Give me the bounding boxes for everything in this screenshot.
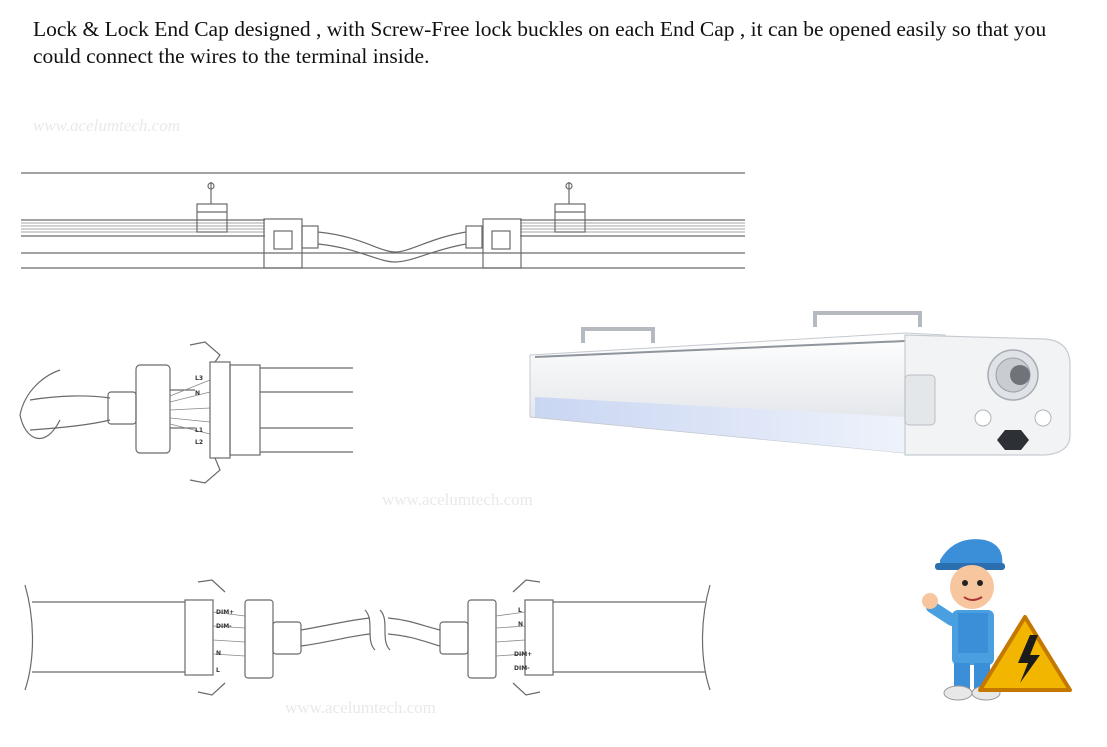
left-fixture-tube (21, 219, 265, 237)
left-mounting-clip (196, 182, 228, 233)
electrician-warning-illustration (922, 539, 1072, 701)
terminal-label-n: N (195, 390, 200, 397)
terminal-label-l3: L3 (195, 375, 203, 382)
dim-wiring-diagram: DIM+ DIM- N L L N DIM+ DIM- (24, 579, 711, 696)
electrician-icon (922, 539, 1005, 701)
right-mounting-clip (554, 182, 586, 233)
terminal-label-l2: L2 (195, 439, 203, 446)
product-fixture-render (529, 311, 1071, 456)
end-cap-terminal-diagram: L3 N L1 L2 (19, 341, 353, 484)
lock-buckle-right-icon (1034, 409, 1052, 427)
right-fixture-tube (520, 219, 745, 237)
mounting-brackets (581, 311, 922, 343)
bottom-right-label-dim-plus: DIM+ (514, 651, 532, 658)
bottom-left-label-n: N (216, 650, 221, 657)
watermark-bottom: www.acelumtech.com (285, 698, 436, 717)
bottom-right-label-l: L (518, 607, 522, 614)
right-end-cap (465, 218, 522, 269)
fixture-diffuser (535, 397, 905, 453)
bottom-right-label-n: N (518, 621, 523, 628)
connecting-cable (317, 231, 467, 263)
bottom-left-label-dim-minus: DIM- (216, 623, 232, 630)
cable-gland-icon (987, 349, 1039, 401)
bottom-left-label-dim-plus: DIM+ (216, 609, 234, 616)
watermark-top: www.acelumtech.com (33, 116, 180, 135)
terminal-label-l1: L1 (195, 427, 203, 434)
left-end-cap (263, 218, 319, 269)
bottom-left-label-l: L (216, 667, 220, 674)
end-cap (904, 334, 1071, 456)
mounting-rail (21, 172, 745, 269)
breather-valve-icon (997, 430, 1029, 450)
watermark-middle: www.acelumtech.com (382, 490, 533, 509)
lock-buckle-left-icon (974, 409, 992, 427)
high-voltage-warning-icon (978, 615, 1072, 692)
bottom-right-label-dim-minus: DIM- (514, 665, 530, 672)
description-text: Lock & Lock End Cap designed , with Scre… (33, 17, 1047, 68)
